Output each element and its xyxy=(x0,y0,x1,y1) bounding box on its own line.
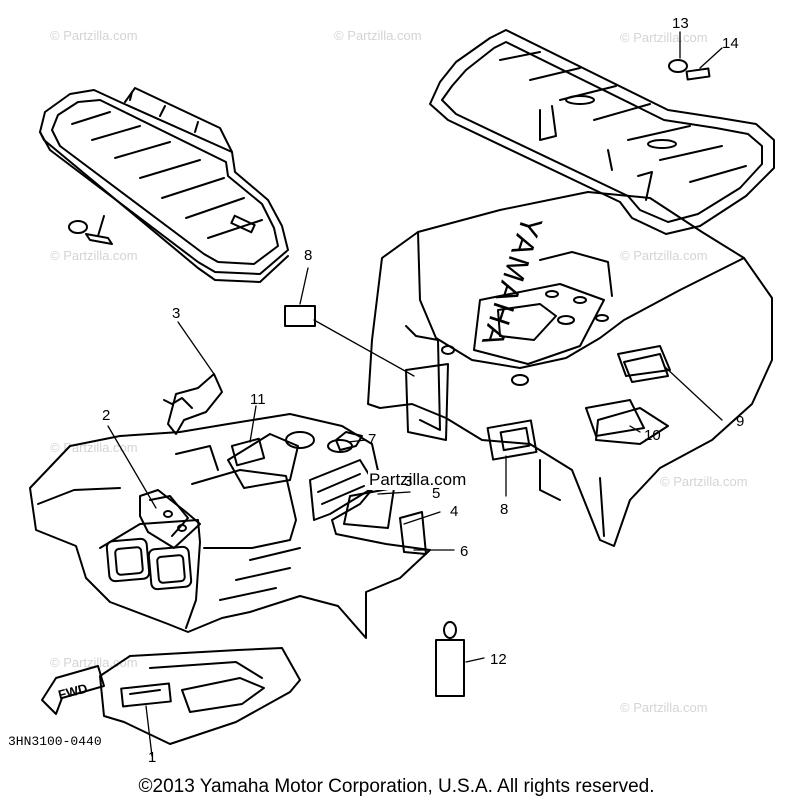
rear-fender xyxy=(368,192,772,546)
callout-9[interactable]: 9 xyxy=(736,413,745,430)
part-6 xyxy=(400,512,426,554)
callout-4[interactable]: 4 xyxy=(450,503,459,520)
part-5 xyxy=(344,488,394,528)
callout-3-left[interactable]: 3 xyxy=(172,305,181,322)
fwd-arrow-icon xyxy=(42,666,104,714)
part-8-label-top xyxy=(285,306,315,326)
rear-carrier-rack xyxy=(430,30,774,234)
front-fender xyxy=(30,414,430,638)
part-3-left-decal xyxy=(168,374,222,434)
copyright-text: ©2013 Yamaha Motor Corporation, U.S.A. A… xyxy=(138,776,655,797)
callout-14[interactable]: 14 xyxy=(722,35,739,52)
part-8-fender-decal xyxy=(406,364,448,440)
center-watermark: Partzilla.com xyxy=(368,470,468,490)
decal-parts xyxy=(164,306,670,696)
watermark: © Partzilla.com xyxy=(50,440,138,455)
callout-3-right[interactable]: 3 xyxy=(404,473,413,490)
diagram-code: 3HN3100-0440 xyxy=(8,734,102,749)
watermark: © Partzilla.com xyxy=(660,474,748,489)
part-12-tag xyxy=(436,640,464,696)
callout-11[interactable]: 11 xyxy=(250,391,266,408)
callout-12[interactable]: 12 xyxy=(490,651,507,668)
part-9 xyxy=(618,346,670,376)
front-carrier-rack xyxy=(40,88,288,282)
watermark: © Partzilla.com xyxy=(50,248,138,263)
callout-6[interactable]: 6 xyxy=(460,543,469,560)
callout-2[interactable]: 2 xyxy=(102,407,111,424)
watermark: © Partzilla.com xyxy=(620,30,708,45)
callout-10[interactable]: 10 xyxy=(644,427,661,444)
callout-8-bottom[interactable]: 8 xyxy=(500,501,509,518)
watermark: © Partzilla.com xyxy=(50,28,138,43)
part-10 xyxy=(586,400,644,436)
leader-lines xyxy=(108,32,722,756)
footrest-board xyxy=(100,648,300,744)
watermark: © Partzilla.com xyxy=(334,28,422,43)
watermark: © Partzilla.com xyxy=(620,700,708,715)
callout-13[interactable]: 13 xyxy=(672,15,689,32)
callout-8-top[interactable]: 8 xyxy=(304,247,313,264)
watermark: © Partzilla.com xyxy=(620,248,708,263)
callout-1[interactable]: 1 xyxy=(148,749,157,766)
callout-5[interactable]: 5 xyxy=(432,485,441,502)
callout-7[interactable]: 7 xyxy=(368,431,377,448)
